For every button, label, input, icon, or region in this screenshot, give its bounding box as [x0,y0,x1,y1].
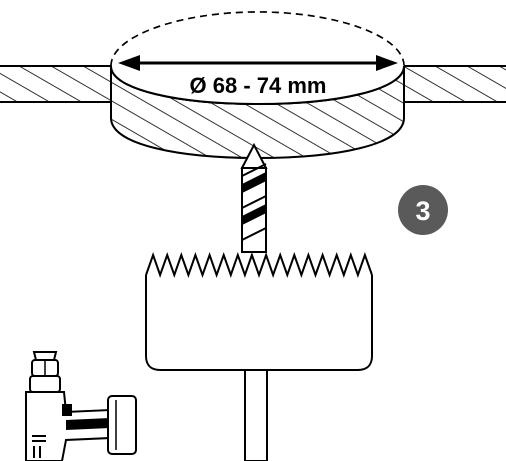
step-number: 3 [415,196,430,226]
ceiling-panel-right [404,65,506,103]
hole-saw-icon [145,251,373,461]
dimension-label: Ø 68 - 74 mm [190,73,327,98]
ceiling-panel-left [0,65,111,103]
saw-teeth [145,251,373,279]
cordless-drill-icon [25,351,137,461]
pilot-drill-bit [240,142,268,253]
cut-hole-opening [110,11,405,106]
step-badge: 3 [398,185,448,235]
dimension-arrow [118,55,398,71]
